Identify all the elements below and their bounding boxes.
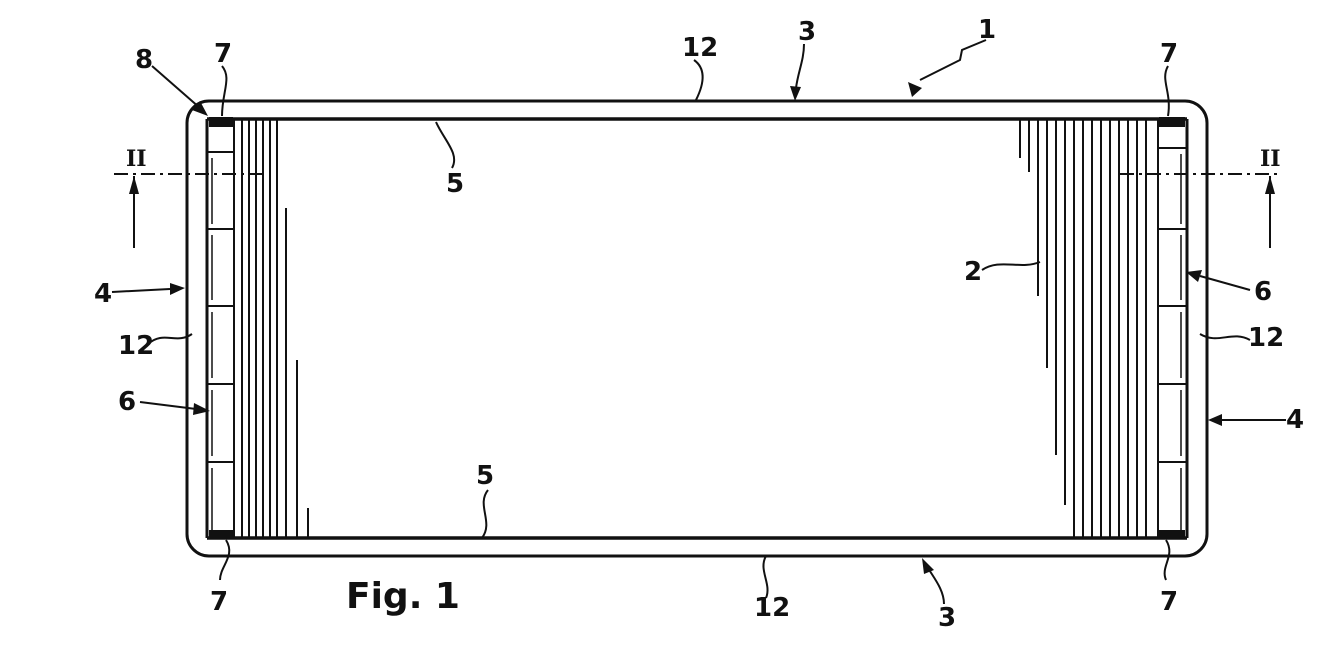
ref-label-5-bottom: 5 [476,461,494,491]
ref-label-6-right: 6 [1254,277,1272,307]
ref-label-3-top: 3 [798,17,816,47]
left-fin-lines [242,119,308,538]
ref-label-12-bottom: 12 [754,593,790,623]
ref-label-7-top-left: 7 [214,39,232,69]
ref-label-5-top: 5 [446,169,464,199]
right-tank [1158,117,1187,538]
ref-label-3-bottom: 3 [938,603,956,633]
right-fin-lines [1020,119,1146,538]
ref-label-7-bottom-left: 7 [210,587,228,617]
ref-label-1: 1 [978,15,996,45]
left-tank [207,117,234,538]
outer-frame [187,101,1207,556]
figure-caption: Fig. 1 [346,576,460,617]
ref-label-4-left: 4 [94,279,112,309]
section-line-right [1120,174,1282,248]
ref-label-12-left: 12 [118,331,154,361]
ref-label-6-left: 6 [118,387,136,417]
ref-label-12-right: 12 [1248,323,1284,353]
section-mark-right: II [1260,146,1281,172]
section-mark-left: II [126,146,147,172]
ref-label-8: 8 [135,45,153,75]
ref-label-2: 2 [964,257,982,287]
ref-label-7-top-right: 7 [1160,39,1178,69]
ref-label-7-bottom-right: 7 [1160,587,1178,617]
ref-label-4-right: 4 [1286,405,1304,435]
ref-label-12-top: 12 [682,33,718,63]
